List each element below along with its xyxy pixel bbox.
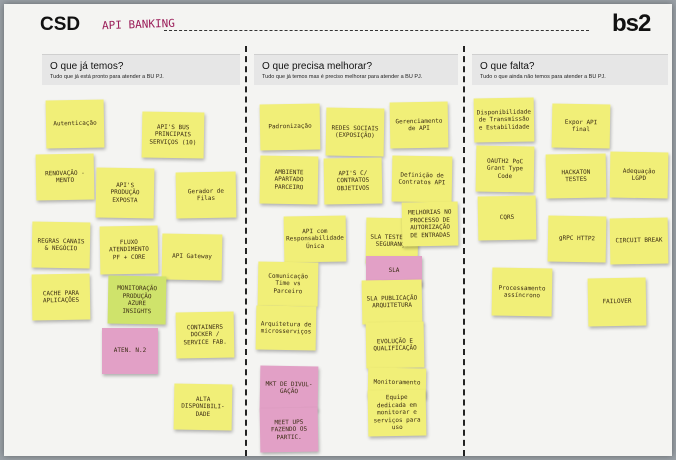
- sticky-note: API Gateway: [161, 233, 223, 281]
- sticky-note: CONTAINERS DOCKER / SERVICE FAB.: [175, 311, 235, 359]
- bs2-logo: bs2: [612, 10, 651, 37]
- sticky-note: API'S BUS PRINCIPAIS SERVIÇOS (10): [141, 111, 205, 159]
- sticky-note: EVOLUÇÃO E QUALIFICAÇÃO: [365, 321, 425, 369]
- sticky-note: Autenticação: [45, 99, 105, 149]
- column-header-missing: O que falta? Tudo o que ainda não temos …: [472, 54, 668, 85]
- sticky-note: Gerenciamento de API: [389, 101, 449, 149]
- sticky-note: API'S C/ CONTRATOS OBJETIVOS: [323, 157, 383, 205]
- sticky-note: MKT DE DIVUL- GAÇÃO: [259, 365, 319, 411]
- sticky-note: SLA PUBLICAÇÃO ARQUITETURA: [361, 279, 423, 325]
- sticky-note: RENOVAÇÃO - MENTO: [35, 153, 95, 201]
- title-underline: [164, 30, 589, 31]
- sticky-note: HACKATON TESTES: [545, 153, 607, 199]
- column-header-improve: O que precisa melhorar? Tudo que já temo…: [254, 54, 458, 85]
- sticky-note: Gerador de Filas: [175, 171, 237, 219]
- sticky-note: Expor API final: [551, 103, 611, 149]
- sticky-note: REDES SOCIAIS (EXPOSIÇÃO): [325, 107, 385, 157]
- sticky-note: Padronização: [259, 103, 321, 151]
- sticky-note: FAILOVER: [587, 277, 647, 327]
- column-title: O que precisa melhorar?: [262, 61, 373, 72]
- sticky-note: OAUTH2 PoC Grant Type Code: [475, 145, 535, 193]
- sticky-note: REGRAS CANAIS & NEGÓCIO: [31, 221, 91, 269]
- column-subtitle: Tudo que já está pronto para atender a B…: [50, 74, 164, 80]
- sticky-note: CACHE PARA APLICAÇÕES: [31, 273, 91, 321]
- sticky-note: ALTA DISPONIBILI- DADE: [173, 383, 233, 431]
- sticky-note: MONITORAÇÃO PRODUÇÃO AZURE INSIGHTS: [107, 275, 167, 325]
- sticky-note: AMBIENTE APARTADO PARCEIRO: [259, 155, 319, 205]
- sticky-note: Processamento assíncrono: [491, 267, 553, 317]
- sticky-note: Definição de Contratos API: [391, 155, 453, 203]
- column-header-have: O que já temos? Tudo que já está pronto …: [42, 54, 240, 85]
- sticky-note: gRPC HTTP2: [547, 215, 607, 263]
- sticky-note: CQRS: [477, 195, 537, 241]
- column-title: O que falta?: [480, 61, 535, 72]
- sticky-note: Disponibilidade de Transmissão e Estabil…: [473, 97, 535, 143]
- column-divider-2: [463, 46, 465, 456]
- sticky-note: ATEN. N.2: [102, 328, 158, 374]
- sticky-note: MELHORIAS NO PROCESSO DE AUTORIZAÇÃO DE …: [401, 201, 459, 247]
- sticky-note: API com Responsabilidade Única: [283, 215, 347, 263]
- column-divider-1: [245, 46, 247, 456]
- csd-board: CSD API BANKING bs2 O que já temos? Tudo…: [4, 4, 672, 456]
- sticky-note: FLUXO ATENDIMENTO PF + CORE: [99, 225, 159, 275]
- sticky-note: MEET UPS FAZENDO OS PARTIC.: [259, 407, 319, 453]
- sticky-note: Equipe dedicada em monitorar e serviços …: [367, 389, 427, 437]
- column-subtitle: Tudo que já temos mas é preciso melhorar…: [262, 74, 423, 80]
- sticky-note: API'S PRODUÇÃO EXPOSTA: [95, 167, 155, 219]
- sticky-note: Comunicação Time vs Parceiro: [257, 261, 319, 307]
- column-title: O que já temos?: [50, 61, 124, 72]
- sticky-note: Adequação LGPD: [609, 151, 669, 199]
- column-subtitle: Tudo o que ainda não temos para atender …: [480, 74, 606, 80]
- board-title: CSD: [40, 14, 81, 35]
- sticky-note: Arquitetura de microsserviços: [255, 305, 317, 351]
- sticky-note: CIRCUIT BREAK: [609, 217, 669, 265]
